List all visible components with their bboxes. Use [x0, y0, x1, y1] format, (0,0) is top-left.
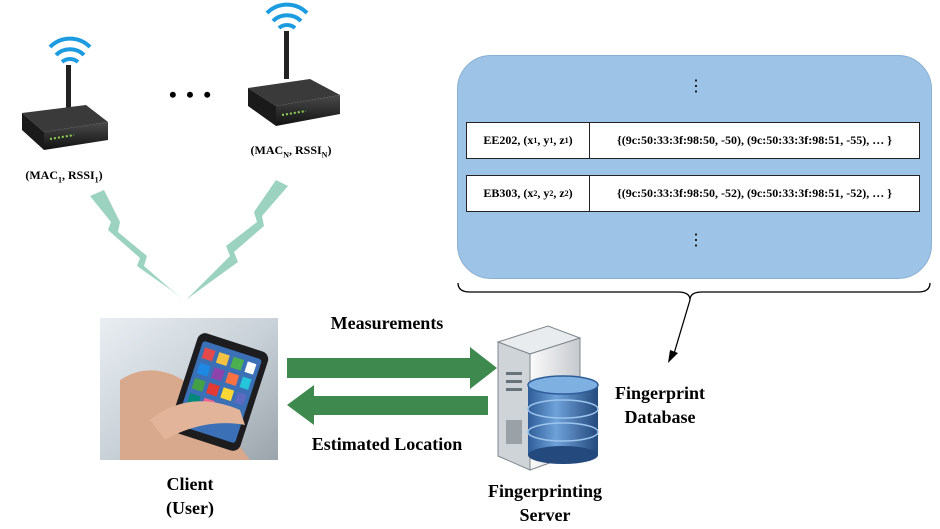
server-label-line1: Fingerprinting	[487, 481, 602, 501]
signal-bolt-2	[186, 180, 288, 300]
server-label-line2: Server	[519, 505, 571, 525]
measurements-arrow	[287, 347, 497, 389]
database-brace	[457, 282, 931, 301]
database-label: Fingerprint Database	[600, 381, 720, 429]
measurements-label: Measurements	[330, 313, 444, 333]
client-phone-icon	[100, 318, 278, 460]
ap-1-label: (MAC1, RSSI1)	[25, 168, 103, 185]
database-label-line1: Fingerprint	[615, 383, 705, 403]
brace-arrowhead	[668, 350, 678, 363]
router-2-icon	[248, 2, 340, 126]
wifi-signal-icon	[60, 57, 80, 64]
db-vdots-bottom: ⋮	[688, 232, 704, 249]
router-1-icon	[22, 36, 108, 150]
fingerprint-database-panel	[457, 55, 932, 279]
ap-ellipsis: • • •	[168, 82, 214, 107]
brace-pointer-line	[672, 299, 691, 358]
db-row-value: {(9c:50:33:3f:98:50, -50), (9c:50:33:3f:…	[616, 133, 893, 147]
wifi-signal-icon	[277, 23, 297, 30]
server-label: Fingerprinting Server	[470, 479, 620, 527]
estimated-location-label: Estimated Location	[311, 434, 463, 454]
database-cylinder-icon	[527, 375, 599, 464]
database-label-line2: Database	[624, 407, 696, 427]
client-label-line1: Client	[166, 474, 214, 494]
signal-bolt-1	[90, 190, 183, 300]
client-label: Client (User)	[140, 472, 240, 520]
db-row-value: {(9c:50:33:3f:98:50, -52), (9c:50:33:3f:…	[616, 186, 893, 200]
estimated-location-arrow	[287, 385, 488, 425]
client-label-line2: (User)	[166, 498, 214, 518]
ap-n-label: (MACN, RSSIN)	[250, 143, 332, 160]
db-vdots-top: ⋮	[688, 78, 704, 95]
